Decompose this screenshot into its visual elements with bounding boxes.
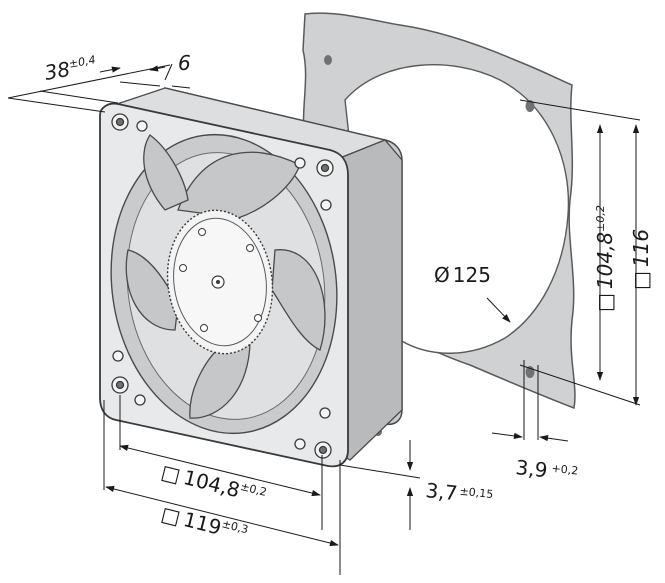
fan-blades bbox=[125, 134, 326, 419]
hole-pitch-front-label: □104,8±0,2 bbox=[159, 460, 269, 509]
depth-label: 38±0,4 bbox=[43, 52, 99, 85]
panel-hole-top-right bbox=[525, 100, 535, 112]
hole-pitch-right-label: □104,8±0,2 bbox=[593, 205, 617, 312]
dimension-lines bbox=[7, 63, 641, 575]
blade bbox=[271, 249, 326, 351]
panel-hole-top-left bbox=[324, 55, 332, 65]
flange-label: 6 bbox=[178, 51, 191, 75]
hole-dia-panel-label: 3,9+0,2 bbox=[514, 455, 579, 485]
fan bbox=[99, 87, 403, 468]
blade bbox=[189, 339, 251, 419]
front-mounting-holes bbox=[111, 113, 334, 459]
frame-size-label: □119±0,3 bbox=[159, 502, 250, 547]
blade bbox=[143, 134, 189, 211]
panel-outer-right-label: □116 bbox=[629, 229, 653, 290]
hole-dia-front-label: 3,7±0,15 bbox=[424, 478, 494, 509]
